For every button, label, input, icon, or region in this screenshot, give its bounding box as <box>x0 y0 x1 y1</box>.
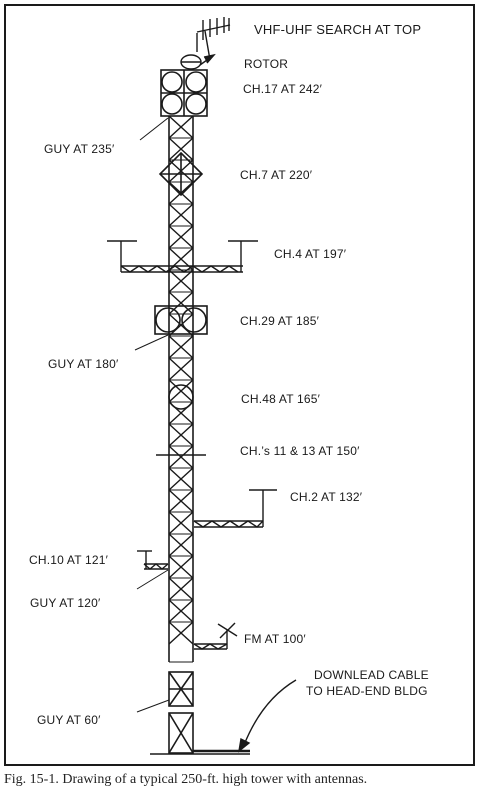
diagram-frame <box>4 4 475 766</box>
tower-diagram <box>107 17 297 755</box>
ch17-antenna-panel <box>160 69 208 117</box>
ch4-antenna <box>107 240 258 273</box>
ch11-13-label: CH.’s 11 & 13 AT 150′ <box>240 444 360 458</box>
ch48-label: CH.48 AT 165′ <box>241 392 321 406</box>
figure-caption: Fig. 15-1. Drawing of a typical 250-ft. … <box>4 772 368 787</box>
guy-60-label: GUY AT 60′ <box>37 713 101 727</box>
ch29-label: CH.29 AT 185′ <box>240 314 320 328</box>
ch2-label: CH.2 AT 132′ <box>290 490 363 504</box>
ch17-label: CH.17 AT 242′ <box>243 82 323 96</box>
guy-leader-lines <box>134 117 170 713</box>
ch2-antenna <box>193 489 277 528</box>
ch7-label: CH.7 AT 220′ <box>240 168 313 182</box>
vhf-uhf-antenna <box>196 17 231 61</box>
ch10-label: CH.10 AT 121′ <box>29 553 109 567</box>
ch4-label: CH.4 AT 197′ <box>274 247 347 261</box>
guy-120-label: GUY AT 120′ <box>30 596 101 610</box>
fm-label: FM AT 100′ <box>244 632 306 646</box>
tower-base <box>150 749 250 755</box>
vhf-uhf-label: VHF-UHF SEARCH AT TOP <box>254 22 422 37</box>
ch29-antenna-panel <box>154 305 208 335</box>
guy-180-label: GUY AT 180′ <box>48 357 119 371</box>
rotor-label: ROTOR <box>244 57 289 71</box>
ch7-antenna <box>158 151 204 197</box>
ch10-antenna <box>137 550 169 570</box>
rotor <box>180 53 216 70</box>
lower-tower-sections <box>168 671 194 754</box>
downlead-label-line1: DOWNLEAD CABLE <box>314 668 429 682</box>
ch48-antenna <box>168 384 194 410</box>
downlead-arrow <box>238 679 297 753</box>
guy-235-label: GUY AT 235′ <box>44 142 115 156</box>
fm-antenna <box>193 622 238 650</box>
downlead-label-line2: TO HEAD-END BLDG <box>306 684 428 698</box>
